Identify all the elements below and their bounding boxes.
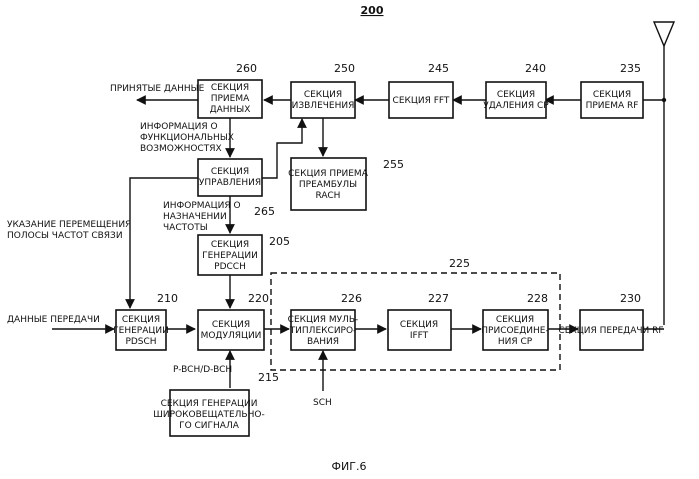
broadcast-block: СЕКЦИЯ ГЕНЕРАЦИИШИРОКОВЕЩАТЕЛЬНО-ГО СИГН… (153, 371, 279, 436)
tx-data-label: ДАННЫЕ ПЕРЕДАЧИ (7, 315, 100, 325)
extraction-block: СЕКЦИЯИЗВЛЕЧЕНИЯ 250 (291, 62, 355, 118)
figure-number: 200 (361, 4, 384, 17)
svg-text:СЕКЦИЯПРИЕМА RF: СЕКЦИЯПРИЕМА RF (586, 90, 639, 111)
sch-label: SCH (313, 398, 332, 408)
rx-rf-number: 235 (620, 62, 641, 75)
bch-label: P-BCH/D-BCH (173, 365, 232, 375)
rach-block: СЕКЦИЯ ПРИЕМАПРЕАМБУЛЫRACH 255 (288, 158, 404, 210)
data-reception-block: СЕКЦИЯПРИЕМАДАННЫХ 260 (198, 62, 262, 118)
figure-caption: ФИГ.6 (332, 460, 367, 473)
received-data-label: ПРИНЯТЫЕ ДАННЫЕ (110, 84, 205, 94)
cp-removal-number: 240 (525, 62, 546, 75)
antenna-icon (654, 22, 674, 325)
pdsch-number: 210 (157, 292, 178, 305)
modulation-block: СЕКЦИЯМОДУЛЯЦИИ 220 (198, 292, 269, 350)
rx-rf-block: СЕКЦИЯПРИЕМА RF 235 (581, 62, 643, 118)
multiplexing-number: 226 (341, 292, 362, 305)
fft-block: СЕКЦИЯ FFT 245 (389, 62, 453, 118)
svg-text:СЕКЦИЯ ПЕРЕДАЧИ RF: СЕКЦИЯ ПЕРЕДАЧИ RF (558, 326, 663, 336)
pdcch-number: 205 (269, 235, 290, 248)
cp-removal-block: СЕКЦИЯУДАЛЕНИЯ CP 240 (483, 62, 549, 118)
ifft-block: СЕКЦИЯIFFT 227 (388, 292, 451, 350)
group-225-number: 225 (449, 257, 470, 270)
tx-rf-number: 230 (620, 292, 641, 305)
cp-addition-block: СЕКЦИЯПРИСОЕДИНЕ-НИЯ CP 228 (481, 292, 548, 350)
pdcch-block: СЕКЦИЯГЕНЕРАЦИИPDCCH 205 (198, 235, 290, 275)
cp-addition-number: 228 (527, 292, 548, 305)
ifft-number: 227 (428, 292, 449, 305)
fft-number: 245 (428, 62, 449, 75)
data-reception-number: 260 (236, 62, 257, 75)
band-shift-label: УКАЗАНИЕ ПЕРЕМЕЩЕНИЯПОЛОСЫ ЧАСТОТ СВЯЗИ (7, 220, 131, 241)
tx-rf-block: СЕКЦИЯ ПЕРЕДАЧИ RF 230 (558, 292, 663, 350)
broadcast-number: 215 (258, 371, 279, 384)
svg-text:СЕКЦИЯПРИЕМАДАННЫХ: СЕКЦИЯПРИЕМАДАННЫХ (210, 83, 251, 115)
svg-text:СЕКЦИЯ FFT: СЕКЦИЯ FFT (393, 96, 450, 106)
modulation-number: 220 (248, 292, 269, 305)
freq-assignment-label: ИНФОРМАЦИЯ ОНАЗНАЧЕНИИЧАСТОТЫ (163, 201, 241, 233)
extraction-number: 250 (334, 62, 355, 75)
multiplexing-block: СЕКЦИЯ МУЛЬ-ТИПЛЕКСИРО-ВАНИЯ 226 (288, 292, 362, 350)
rach-number: 255 (383, 158, 404, 171)
capability-info-label: ИНФОРМАЦИЯ ОФУНКЦИОНАЛЬНЫХВОЗМОЖНОСТЯХ (140, 122, 234, 154)
pdsch-block: СЕКЦИЯГЕНЕРАЦИИPDSCH 210 (113, 292, 178, 350)
control-number: 265 (254, 205, 275, 218)
